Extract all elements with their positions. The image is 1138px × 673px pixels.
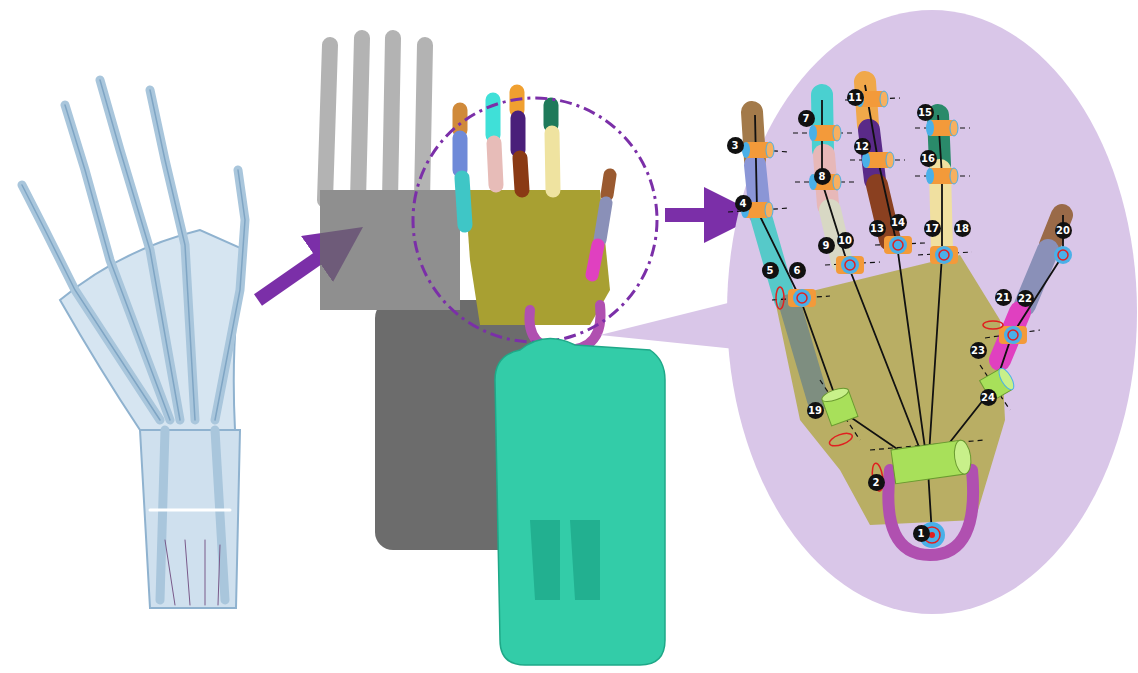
pitch-joint [742, 142, 774, 158]
callout-number: 14 [890, 214, 907, 231]
callout-number: 24 [980, 389, 997, 406]
mcp-joint [930, 246, 958, 264]
callout-number: 10 [837, 232, 854, 249]
green-joints [813, 366, 1017, 492]
kinematic-links [755, 85, 1063, 535]
callout-number: 13 [869, 220, 886, 237]
pitch-joint [809, 125, 841, 141]
finger-seg [790, 305, 818, 400]
mcp-joint [836, 256, 864, 274]
pitch-joint [926, 168, 958, 184]
callout-number: 16 [920, 150, 937, 167]
callout-number: 19 [807, 402, 824, 419]
callout-number: 1 [913, 525, 930, 542]
skeleton-hand [22, 80, 245, 608]
finger-seg [520, 158, 522, 190]
callout-number: 11 [847, 89, 864, 106]
rotary-joints [776, 236, 1072, 548]
zoom-circle [413, 98, 657, 342]
finger-seg [511, 118, 526, 150]
finger-seg [607, 175, 610, 195]
callout-number: 6 [789, 262, 806, 279]
finger-seg [462, 178, 465, 225]
thumb-joint [1054, 246, 1072, 264]
callout-number: 23 [970, 342, 987, 359]
callout-number: 2 [868, 474, 885, 491]
teal-cover [495, 339, 665, 665]
pitch-joint [926, 120, 958, 136]
pitch-joint [862, 152, 894, 168]
finger-bones [22, 80, 245, 600]
finger-seg [544, 105, 559, 125]
callout-number: 21 [995, 289, 1012, 306]
tendons [165, 540, 220, 605]
cylinder-joints [741, 91, 958, 218]
zoom-tail [600, 300, 745, 350]
callout-number: 4 [735, 195, 752, 212]
callout-number: 12 [854, 138, 871, 155]
mcp-joint [884, 236, 912, 254]
callout-number: 15 [917, 104, 934, 121]
finger-seg [600, 203, 606, 240]
callout-number: 7 [798, 110, 815, 127]
palm-model [465, 190, 610, 325]
finger-seg [453, 138, 468, 170]
callout-number: 22 [1017, 290, 1034, 307]
kinematic-hand [752, 82, 1062, 555]
forearm [140, 430, 240, 608]
flow-arrow [665, 208, 732, 222]
mcp-joint [776, 287, 816, 309]
robot-palm [320, 190, 460, 310]
cover-detail [530, 520, 600, 600]
callout-number: 17 [924, 220, 941, 237]
callout-number: 3 [727, 137, 744, 154]
thumb-joint [983, 321, 1027, 344]
callout-number: 18 [954, 220, 971, 237]
bone-outlines [22, 80, 245, 510]
callout-number: 9 [818, 237, 835, 254]
wrist-cylinder [869, 439, 973, 492]
grey-fingers [325, 38, 425, 200]
finger-seg [592, 245, 598, 275]
colored-hand-model [460, 92, 610, 350]
callout-number: 8 [814, 168, 831, 185]
callout-number: 20 [1055, 222, 1072, 239]
finger-seg [494, 143, 496, 185]
callout-number: 5 [762, 262, 779, 279]
zoom-ellipse [727, 10, 1137, 614]
finger-seg [552, 133, 553, 190]
joint-axes [728, 98, 1040, 450]
